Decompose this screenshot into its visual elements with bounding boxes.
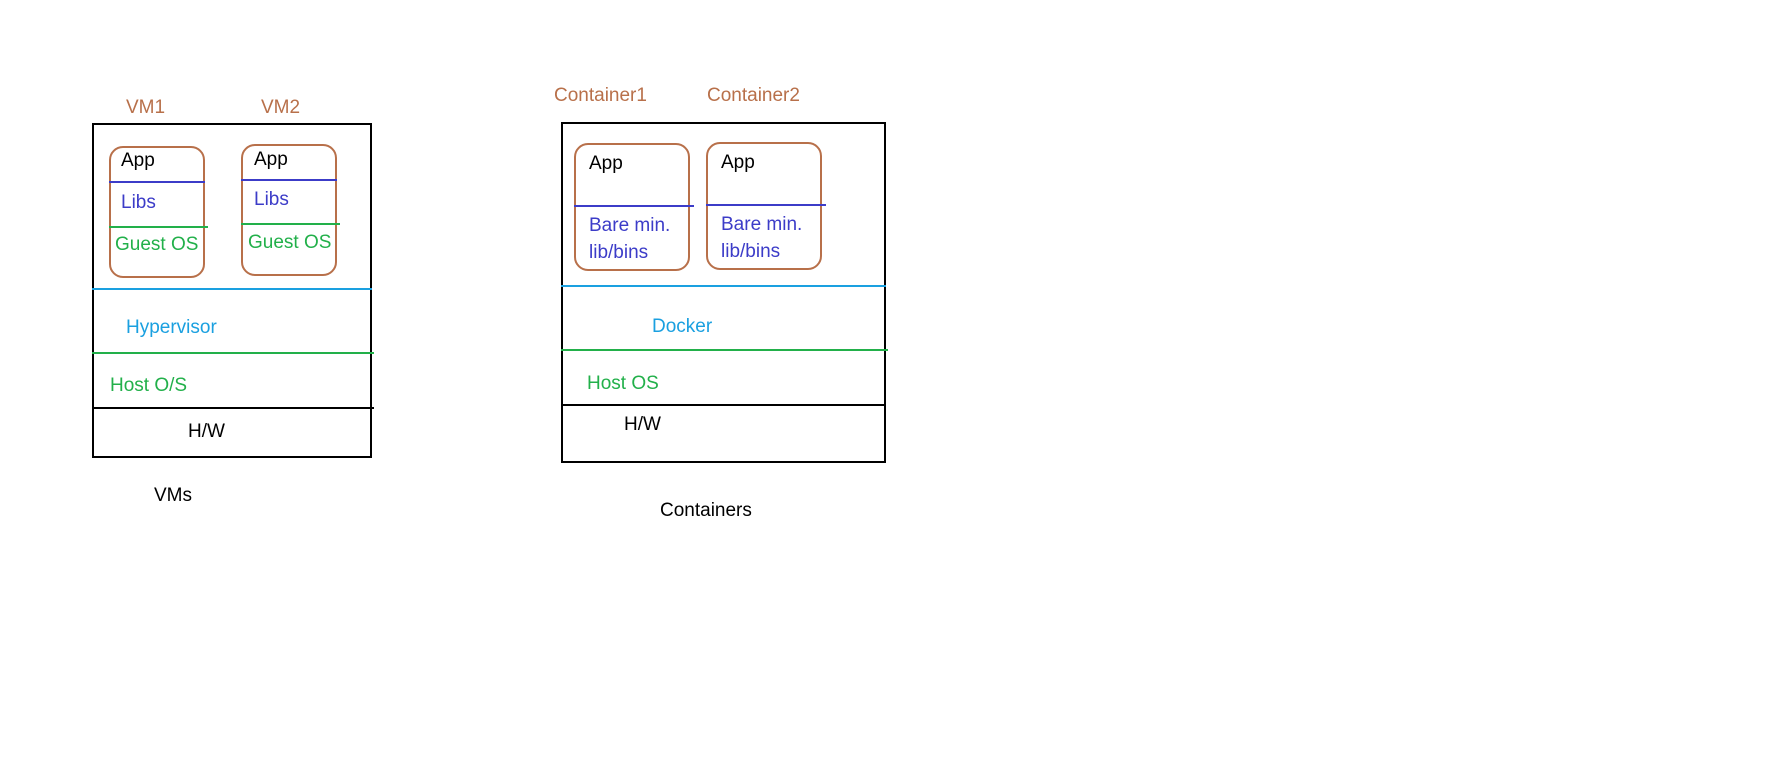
container2-app-label: App bbox=[721, 152, 755, 173]
vm1-libs-label: Libs bbox=[121, 192, 156, 213]
container1-box bbox=[574, 143, 690, 271]
container1-label: Container1 bbox=[554, 85, 647, 106]
hypervisor-line bbox=[92, 288, 372, 290]
vms-outer-box bbox=[92, 123, 372, 458]
container1-bins-line bbox=[574, 205, 694, 207]
container1-bins-line2: lib/bins bbox=[589, 242, 649, 263]
vm2-libs-label: Libs bbox=[254, 189, 289, 210]
container2-box bbox=[706, 142, 822, 270]
container2-bins-line1: Bare min. bbox=[721, 214, 803, 235]
vm1-guest-os-label: Guest OS bbox=[115, 234, 199, 255]
container1-app-label: App bbox=[589, 153, 623, 174]
vm2-guest-os-line bbox=[241, 223, 340, 225]
container2-bins-line2: lib/bins bbox=[721, 241, 781, 262]
vm1-app-label: App bbox=[121, 150, 155, 171]
containers-caption: Containers bbox=[660, 500, 752, 521]
containers-outer-box bbox=[561, 122, 886, 463]
vm1-box bbox=[109, 146, 205, 278]
vm2-guest-os-label: Guest OS bbox=[248, 232, 332, 253]
vm2-label: VM2 bbox=[261, 97, 301, 118]
vm-hw-line bbox=[92, 407, 374, 409]
vm-hw-label: H/W bbox=[188, 421, 225, 442]
container-host-os-line bbox=[561, 349, 888, 351]
hypervisor-label: Hypervisor bbox=[126, 317, 217, 338]
vm-host-os-label: Host O/S bbox=[110, 375, 188, 396]
container1-bins-line1: Bare min. bbox=[589, 215, 671, 236]
container-hw-label: H/W bbox=[624, 414, 661, 435]
docker-line bbox=[561, 285, 886, 287]
vm2-app-label: App bbox=[254, 149, 288, 170]
container2-label: Container2 bbox=[707, 85, 800, 106]
docker-label: Docker bbox=[652, 316, 713, 337]
vm1-libs-line bbox=[109, 181, 205, 183]
container2-bins-line bbox=[706, 204, 826, 206]
vm-host-os-line bbox=[92, 352, 374, 354]
vms-caption: VMs bbox=[154, 485, 192, 506]
vm2-box bbox=[241, 144, 337, 276]
container-host-os-label: Host OS bbox=[587, 373, 659, 394]
container-hw-line bbox=[561, 404, 886, 406]
vm1-guest-os-line bbox=[109, 226, 208, 228]
vm2-libs-line bbox=[241, 179, 337, 181]
vm1-label: VM1 bbox=[126, 97, 166, 118]
